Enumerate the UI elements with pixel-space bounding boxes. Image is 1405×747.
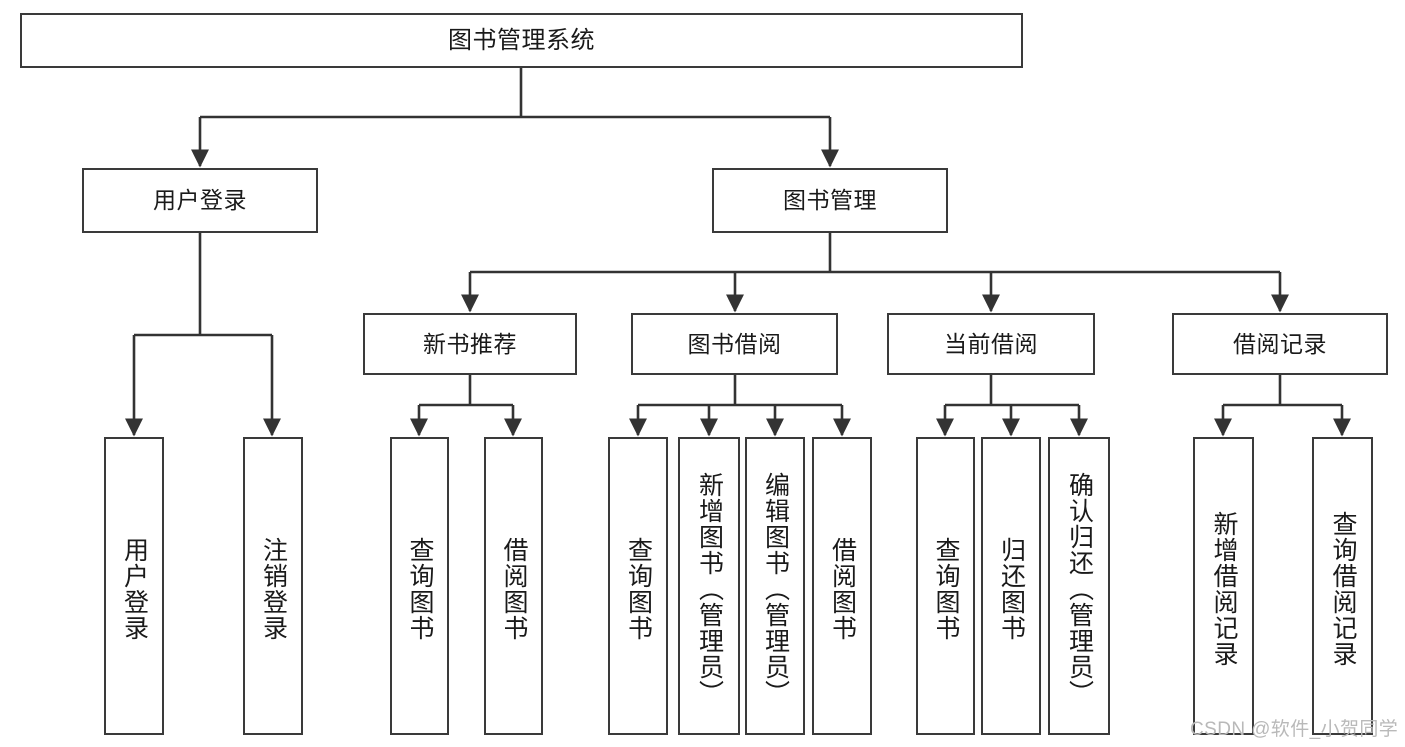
leaf-book-borrow-edit-book-admin[interactable]: 编辑图书（管理员） bbox=[745, 437, 805, 735]
leaf-current-borrow-query-book[interactable]: 查询图书 bbox=[916, 437, 975, 735]
node-label: 归还图书 bbox=[997, 537, 1026, 641]
node-label: 新增借阅记录 bbox=[1210, 511, 1238, 667]
node-label: 图书管理系统 bbox=[448, 26, 595, 54]
node-book-management[interactable]: 图书管理 bbox=[712, 168, 948, 233]
node-label: 新增图书（管理员） bbox=[695, 472, 724, 706]
node-label: 注销登录 bbox=[259, 537, 288, 641]
leaf-book-borrow-borrow-book[interactable]: 借阅图书 bbox=[812, 437, 872, 735]
leaf-borrow-record-query-record[interactable]: 查询借阅记录 bbox=[1312, 437, 1373, 735]
node-label: 用户登录 bbox=[120, 537, 149, 641]
node-label: 图书管理 bbox=[783, 187, 877, 214]
node-label: 确认归还（管理员） bbox=[1065, 472, 1094, 706]
node-root-book-management-system[interactable]: 图书管理系统 bbox=[20, 13, 1023, 68]
node-label: 查询图书 bbox=[932, 537, 960, 641]
node-current-borrowing[interactable]: 当前借阅 bbox=[887, 313, 1095, 375]
node-user-login[interactable]: 用户登录 bbox=[82, 168, 318, 233]
node-label: 查询借阅记录 bbox=[1329, 511, 1357, 667]
leaf-new-book-borrow-book[interactable]: 借阅图书 bbox=[484, 437, 543, 735]
node-label: 编辑图书（管理员） bbox=[761, 472, 790, 706]
node-borrowing-record[interactable]: 借阅记录 bbox=[1172, 313, 1388, 375]
node-book-borrowing[interactable]: 图书借阅 bbox=[631, 313, 838, 375]
node-label: 当前借阅 bbox=[944, 330, 1038, 357]
leaf-current-borrow-confirm-return-admin[interactable]: 确认归还（管理员） bbox=[1048, 437, 1110, 735]
node-label: 借阅记录 bbox=[1233, 330, 1327, 357]
leaf-user-login[interactable]: 用户登录 bbox=[104, 437, 164, 735]
node-label: 借阅图书 bbox=[828, 537, 857, 641]
node-label: 借阅图书 bbox=[500, 537, 528, 641]
node-label: 图书借阅 bbox=[687, 330, 782, 357]
watermark-text: CSDN @软件_小贺同学 bbox=[1190, 719, 1399, 740]
node-label: 用户登录 bbox=[153, 187, 247, 214]
leaf-book-borrow-add-book-admin[interactable]: 新增图书（管理员） bbox=[678, 437, 740, 735]
leaf-borrow-record-add-record[interactable]: 新增借阅记录 bbox=[1193, 437, 1254, 735]
node-label: 查询图书 bbox=[624, 537, 653, 641]
leaf-current-borrow-return-book[interactable]: 归还图书 bbox=[981, 437, 1041, 735]
node-new-book-recommendation[interactable]: 新书推荐 bbox=[363, 313, 577, 375]
leaf-book-borrow-query-book[interactable]: 查询图书 bbox=[608, 437, 668, 735]
node-label: 新书推荐 bbox=[423, 330, 517, 357]
leaf-user-logout[interactable]: 注销登录 bbox=[243, 437, 303, 735]
leaf-new-book-query-book[interactable]: 查询图书 bbox=[390, 437, 449, 735]
node-label: 查询图书 bbox=[406, 537, 434, 641]
